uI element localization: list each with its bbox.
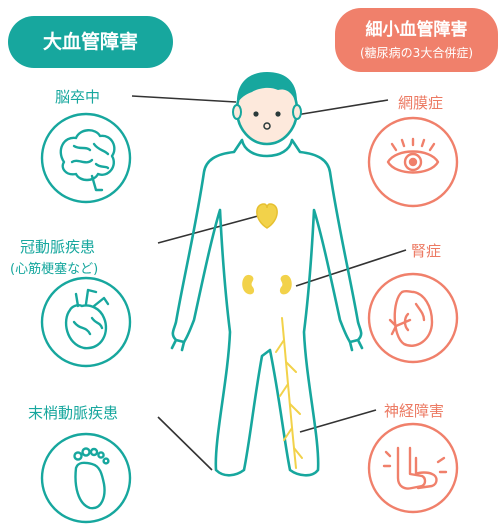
fingers [172,340,362,350]
leader-line-peripheral [158,417,212,470]
leader-line-retinopathy [290,100,388,116]
kidney-right [280,275,292,295]
human-body [172,140,362,475]
kidney-left [242,275,254,295]
heart-icon [42,278,130,366]
head [233,72,301,144]
foot-icon [42,434,130,522]
leader-lines [132,96,406,470]
leader-line-stroke [132,96,236,102]
leg-nerve [276,318,302,468]
heart-organ [257,204,277,228]
body-outline [173,140,361,475]
kidney-icon [369,274,457,362]
leader-line-coronary [158,216,258,243]
brain-icon [42,114,130,202]
eye-icon [369,118,457,206]
leader-line-neuropathy [300,410,376,432]
numb-feet-icon [369,424,457,512]
